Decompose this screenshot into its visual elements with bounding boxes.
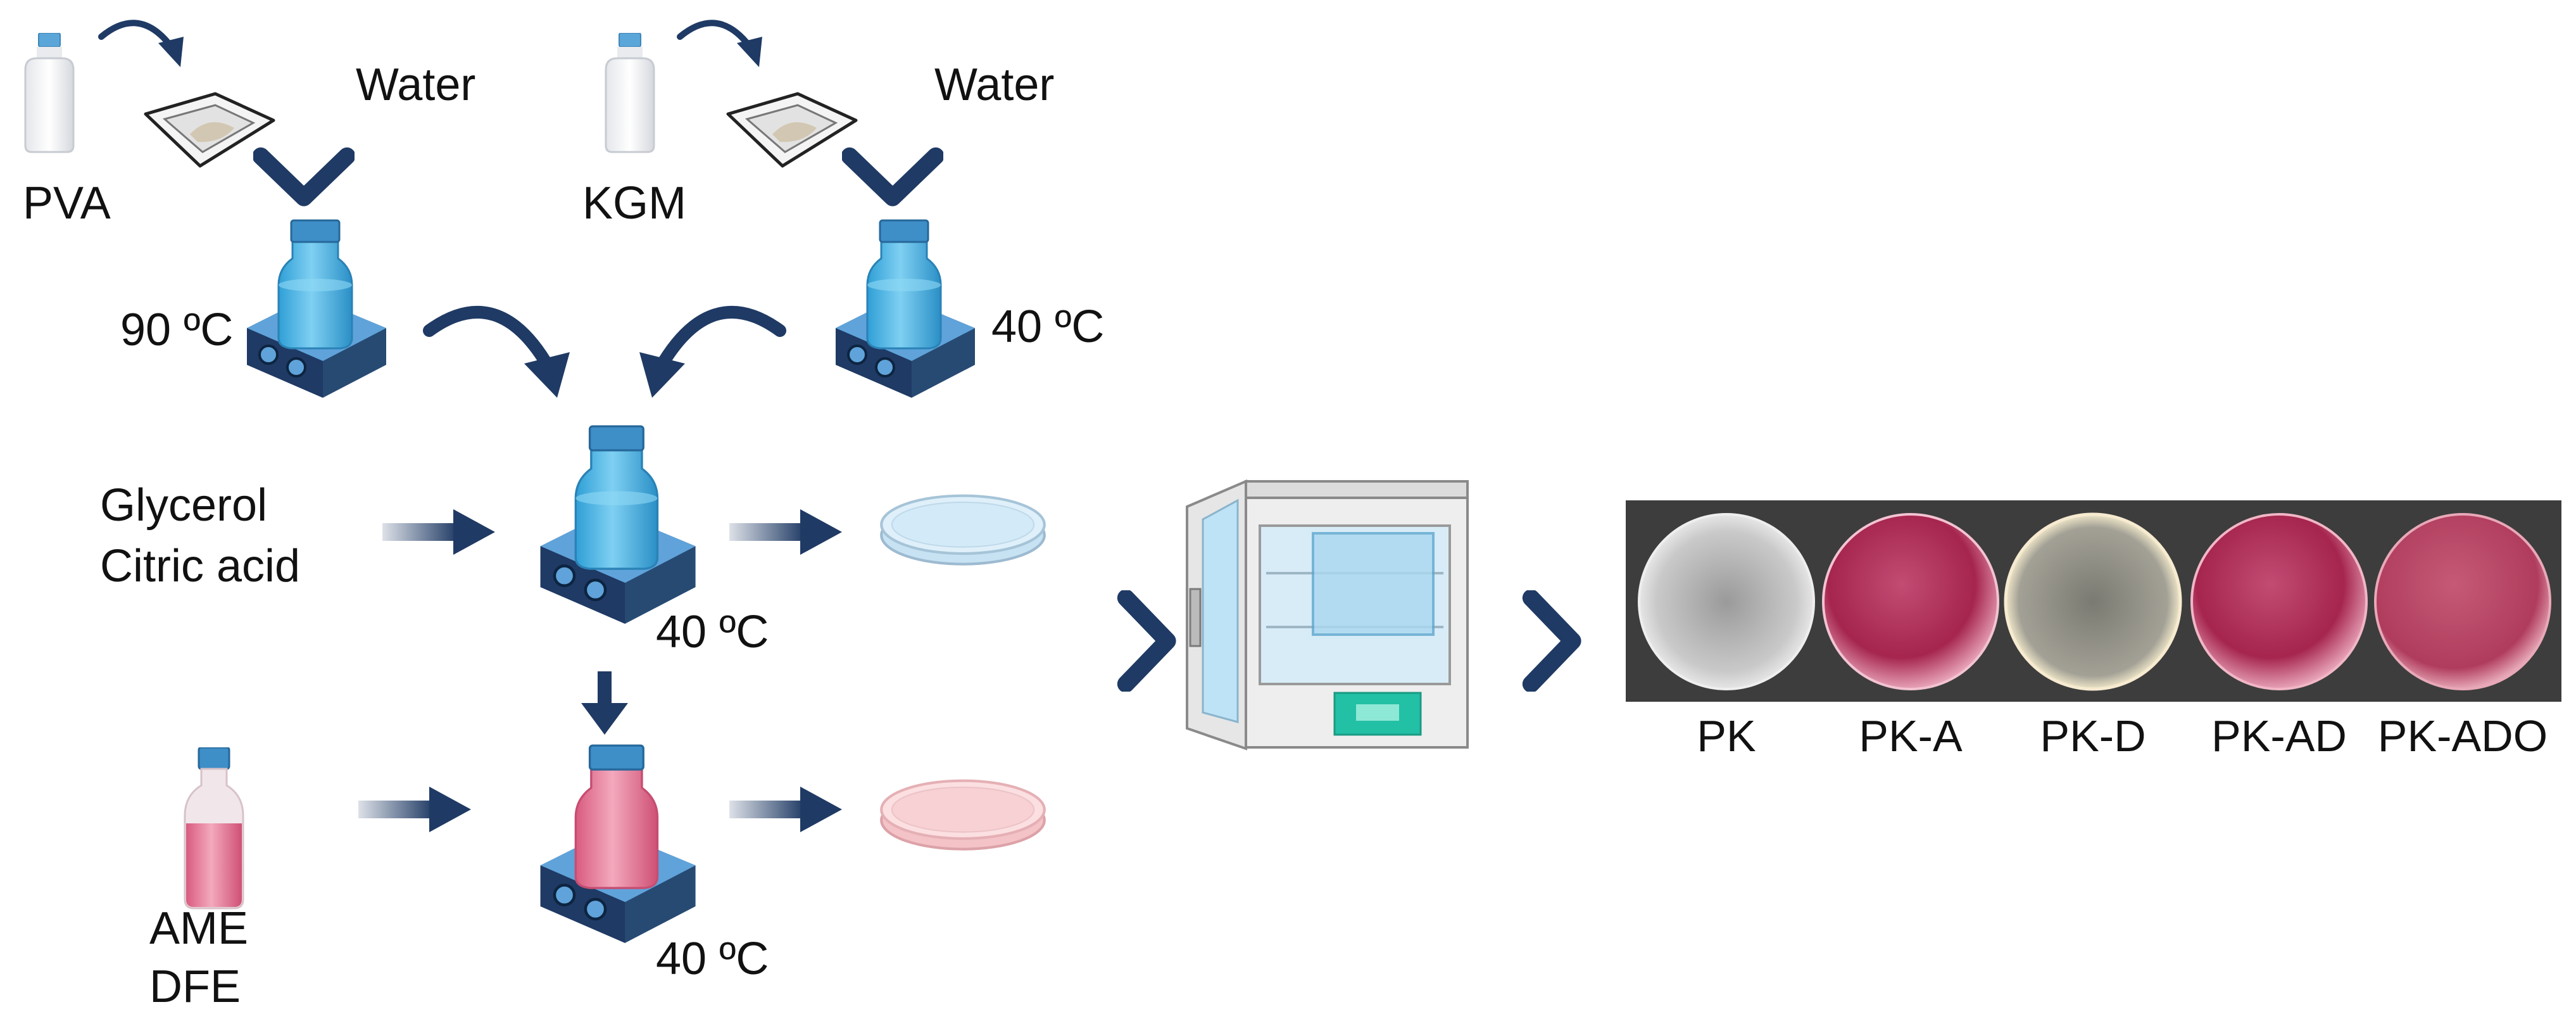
extract-stirrer-icon (541, 745, 696, 943)
film-sample-pk-ad (2190, 513, 2368, 690)
extract-arrow-icon (358, 787, 471, 832)
drying-oven-icon (1186, 479, 1469, 751)
water-left-label: Water (356, 60, 475, 110)
pva-temperature-label: 90 ºC (120, 305, 233, 355)
kgm-label: KGM (582, 178, 686, 229)
film-label-pk-a: PK-A (1859, 711, 1963, 761)
film-sample-pk-ado (2374, 513, 2551, 690)
citric-acid-label: Citric acid (100, 541, 300, 592)
film-sample-pk-d (2004, 512, 2182, 691)
pva-label: PVA (23, 178, 111, 229)
dfe-label: DFE (149, 961, 241, 1012)
blend-to-dish-arrow-icon (729, 509, 842, 555)
active-film-dish-icon (881, 781, 1045, 849)
pva-to-mix-arrow-icon (429, 312, 570, 398)
blend-down-arrow-icon (581, 671, 628, 735)
kgm-to-mix-arrow-icon (639, 312, 780, 398)
film-sample-pk-a (1822, 513, 1999, 690)
blend-temperature-label: 40 ºC (656, 607, 769, 657)
kgm-temperature-label: 40 ºC (991, 301, 1104, 352)
ame-label: AME (149, 903, 248, 954)
film-label-pk: PK (1697, 711, 1756, 761)
extract-temperature-label: 40 ºC (656, 934, 769, 984)
pva-bottle-icon (24, 33, 75, 153)
extract-to-dish-arrow-icon (729, 787, 842, 832)
blank-film-dish-icon (881, 496, 1045, 564)
to-films-chevron-icon (1531, 598, 1573, 684)
kgm-stirrer-icon (834, 219, 976, 399)
water-right-label: Water (934, 60, 1054, 110)
kgm-bottle-icon (605, 33, 655, 153)
film-sample-pk (1638, 513, 1815, 690)
pva-transfer-arrow-icon (101, 23, 184, 67)
film-label-pk-d: PK-D (2040, 711, 2146, 761)
kgm-weighing-boat-icon (728, 94, 856, 166)
plasticizer-arrow-icon (382, 509, 495, 555)
film-label-pk-ad: PK-AD (2211, 711, 2347, 761)
pva-stirrer-icon (246, 219, 387, 399)
pva-down-chevron-icon (261, 156, 347, 198)
to-oven-chevron-icon (1126, 598, 1167, 684)
kgm-down-chevron-icon (850, 156, 936, 198)
blend-stirrer-icon (541, 426, 696, 624)
extract-bottle-icon (184, 747, 244, 909)
kgm-transfer-arrow-icon (680, 23, 762, 67)
glycerol-label: Glycerol (100, 480, 267, 531)
film-label-pk-ado: PK-ADO (2378, 711, 2548, 761)
